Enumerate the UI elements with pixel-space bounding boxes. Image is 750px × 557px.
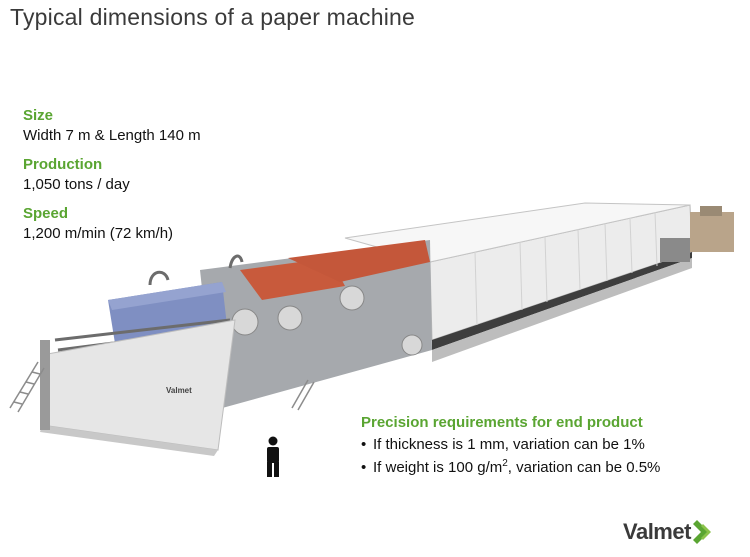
precision-weight-text: If weight is 100 g/m bbox=[373, 459, 503, 476]
spec-size: Size Width 7 m & Length 140 m bbox=[23, 107, 201, 144]
precision-weight-variation: , variation can be 0.5% bbox=[507, 459, 661, 476]
spec-production: Production 1,050 tons / day bbox=[23, 156, 130, 193]
precision-list: •If thickness is 1 mm, variation can be … bbox=[361, 436, 660, 476]
machine-brand-label: Valmet bbox=[166, 386, 192, 395]
list-item: •If weight is 100 g/m2, variation can be… bbox=[361, 458, 661, 476]
precision-title: Precision requirements for end product bbox=[361, 414, 643, 431]
precision-thickness-text: If thickness is 1 mm, variation can be 1… bbox=[373, 436, 645, 453]
valmet-chevron-icon bbox=[692, 520, 711, 544]
person-silhouette-icon bbox=[267, 436, 279, 477]
list-item: •If thickness is 1 mm, variation can be … bbox=[361, 436, 645, 453]
spec-speed-label: Speed bbox=[23, 205, 69, 222]
slide-title: Typical dimensions of a paper machine bbox=[10, 4, 416, 30]
spec-production-value: 1,050 tons / day bbox=[23, 176, 130, 193]
spec-size-label: Size bbox=[23, 107, 54, 124]
valmet-logo: Valmet bbox=[623, 519, 715, 545]
precision-weight-superscript: 2 bbox=[502, 458, 508, 469]
spec-speed: Speed 1,200 m/min (72 km/h) bbox=[23, 205, 173, 242]
precision-requirements: Precision requirements for end product •… bbox=[361, 414, 660, 481]
spec-production-label: Production bbox=[23, 156, 103, 173]
spec-speed-value: 1,200 m/min (72 km/h) bbox=[23, 225, 174, 242]
logo-text: Valmet bbox=[623, 519, 691, 544]
spec-size-value: Width 7 m & Length 140 m bbox=[23, 127, 201, 144]
